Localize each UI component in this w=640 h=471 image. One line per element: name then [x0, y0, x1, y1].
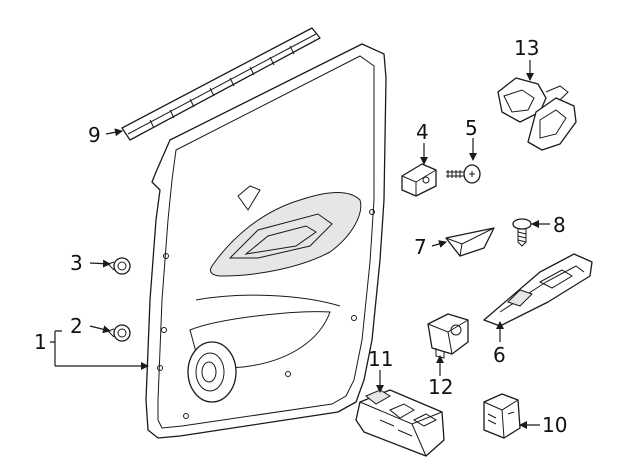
screw-part-8[interactable]: [512, 218, 532, 247]
callout-4: 4: [416, 120, 429, 144]
callout-12: 12: [428, 375, 453, 399]
leader-lines: [50, 60, 550, 429]
clip-part-2[interactable]: [107, 324, 131, 342]
callout-6: 6: [493, 343, 506, 367]
callout-1: 1: [34, 330, 47, 354]
callout-7: 7: [414, 235, 427, 259]
callout-5: 5: [465, 116, 478, 140]
switch-part-12[interactable]: [427, 313, 469, 359]
callout-9: 9: [88, 123, 101, 147]
upper-weatherstrip[interactable]: [121, 27, 321, 141]
window-switch-part-11[interactable]: [355, 389, 445, 457]
callout-10: 10: [542, 413, 567, 437]
trim-piece-part-7[interactable]: [445, 227, 495, 257]
door-trim-panel[interactable]: [145, 43, 387, 439]
callout-8: 8: [553, 213, 566, 237]
bracket-part-4[interactable]: [401, 163, 437, 197]
callout-2: 2: [70, 314, 83, 338]
callout-11: 11: [368, 347, 393, 371]
screw-part-5[interactable]: [446, 164, 481, 184]
mechanism-part-13[interactable]: [497, 77, 577, 151]
callout-3: 3: [70, 251, 83, 275]
clip-part-3[interactable]: [107, 257, 131, 275]
callout-13: 13: [514, 36, 539, 60]
switch-part-10[interactable]: [483, 393, 521, 439]
switch-bezel-part-6[interactable]: [483, 253, 593, 327]
